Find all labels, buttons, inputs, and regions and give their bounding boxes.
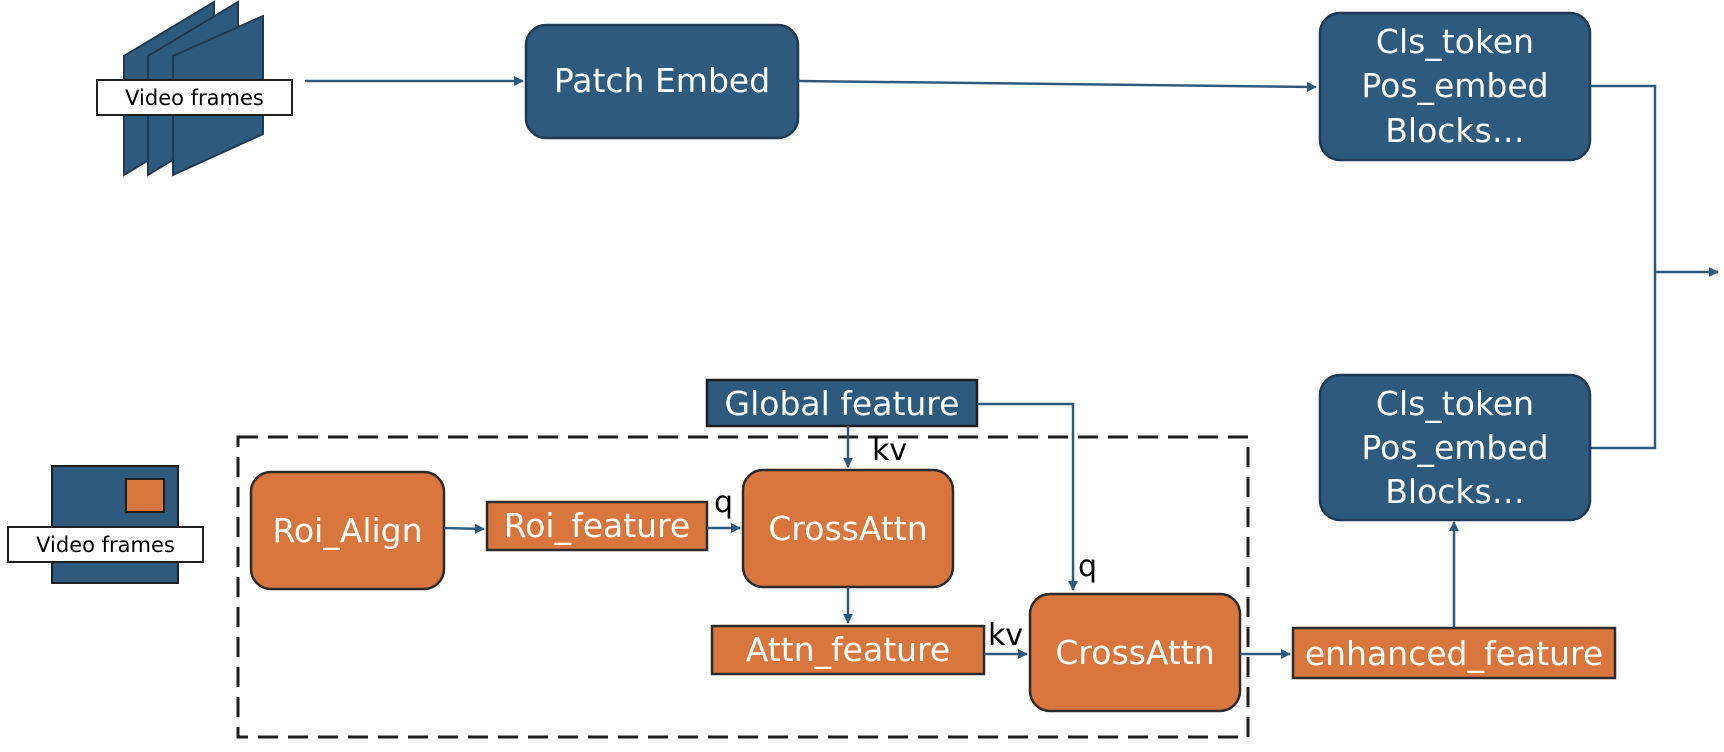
video-frame-with-roi-icon: [51, 465, 179, 584]
svg-text:Patch Embed: Patch Embed: [554, 61, 770, 100]
svg-text:Roi_Align: Roi_Align: [272, 511, 422, 550]
merge-line-top: [1590, 84, 1657, 450]
encoder-bottom-line-1: Cls_token: [1376, 384, 1534, 423]
edge-label-q-right: q: [1078, 549, 1097, 584]
arrow-roi-align-to-roi-feature: [443, 523, 485, 534]
encoder-bottom-line-2: Pos_embed: [1361, 428, 1548, 467]
svg-text:Attn_feature: Attn_feature: [746, 630, 950, 669]
svg-text:Video frames: Video frames: [125, 86, 264, 110]
svg-text:CrossAttn: CrossAttn: [1055, 633, 1214, 672]
arrow-global-to-crossattn-2: [977, 402, 1078, 591]
edge-label-q-left: q: [714, 485, 733, 520]
svg-text:Roi_feature: Roi_feature: [504, 506, 690, 545]
svg-text:Global feature: Global feature: [725, 384, 960, 423]
arrow-patch-embed-to-encoder: [797, 79, 1317, 92]
svg-text:enhanced_feature: enhanced_feature: [1305, 634, 1603, 673]
encoder-top-line-1: Cls_token: [1376, 22, 1534, 61]
global-feature-node[interactable]: Global feature: [705, 378, 979, 428]
module-dashed-boundary: [236, 435, 1250, 739]
edge-label-kv-top: kv: [872, 433, 907, 468]
roi-align-node[interactable]: Roi_Align: [249, 470, 446, 591]
svg-text:CrossAttn: CrossAttn: [768, 509, 927, 548]
roi-feature-node[interactable]: Roi_feature: [485, 500, 709, 552]
encoder-top-line-2: Pos_embed: [1361, 66, 1548, 105]
enhanced-feature-node[interactable]: enhanced_feature: [1291, 626, 1617, 680]
encoder-node-top[interactable]: Cls_token Pos_embed Blocks…: [1318, 11, 1592, 162]
video-frames-label-bottom: Video frames: [7, 526, 204, 563]
encoder-bottom-line-3: Blocks…: [1385, 472, 1524, 511]
svg-text:Video frames: Video frames: [36, 533, 175, 557]
encoder-top-line-3: Blocks…: [1385, 111, 1524, 150]
edge-label-kv-bottom: kv: [988, 618, 1023, 653]
crossattn-2-node[interactable]: CrossAttn: [1028, 592, 1242, 713]
patch-embed-node[interactable]: Patch Embed: [524, 23, 800, 140]
encoder-node-bottom[interactable]: Cls_token Pos_embed Blocks…: [1318, 373, 1592, 522]
crossattn-1-node[interactable]: CrossAttn: [741, 468, 955, 589]
attn-feature-node[interactable]: Attn_feature: [710, 624, 986, 676]
video-frames-label-top: Video frames: [96, 79, 293, 116]
